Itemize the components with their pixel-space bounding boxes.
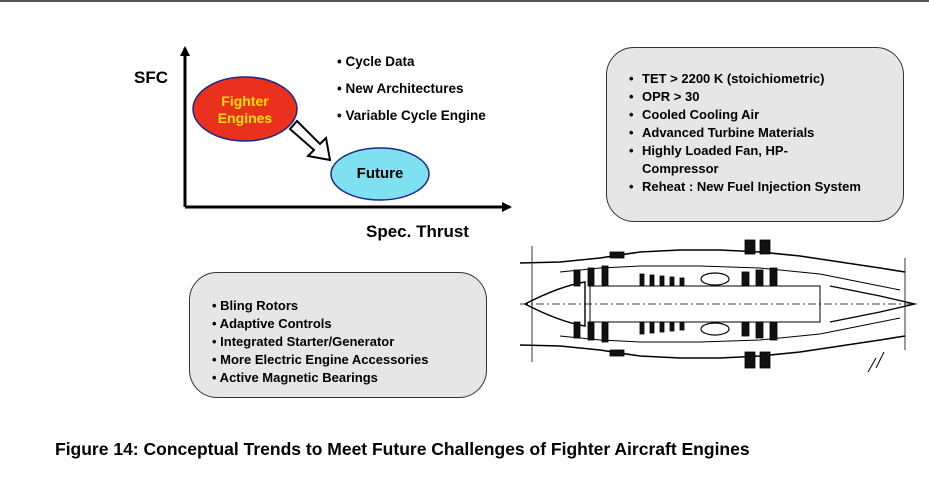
future-ellipse [330, 147, 430, 201]
feature-item: • Integrated Starter/Generator [212, 334, 395, 349]
trend-arrow [288, 119, 332, 162]
trend-bullet: • Cycle Data [337, 54, 415, 69]
technology-features-box: • Bling Rotors • Adaptive Controls • Int… [189, 272, 487, 398]
figure-caption: Figure 14: Conceptual Trends to Meet Fut… [55, 439, 750, 459]
fighter-engines-label: Fighter Engines [196, 93, 294, 127]
requirement-item: •OPR > 30 [629, 89, 700, 104]
fighter-engines-ellipse [192, 76, 298, 142]
requirements-list: •TET > 2200 K (stoichiometric) •OPR > 30… [629, 70, 903, 196]
trend-bullet: • Variable Cycle Engine [337, 108, 486, 123]
requirement-item: •Highly Loaded Fan, HP- [629, 143, 788, 158]
engine-cross-section-drawing [519, 246, 920, 373]
x-axis-label: Spec. Thrust [366, 222, 469, 241]
requirement-item: •Cooled Cooling Air [629, 107, 760, 122]
features-list: • Bling Rotors • Adaptive Controls • Int… [212, 297, 486, 387]
engine-compressor-stages [573, 239, 778, 369]
y-axis-label: SFC [134, 68, 168, 87]
feature-item: • Bling Rotors [212, 298, 299, 313]
future-label: Future [356, 165, 404, 182]
trend-bullet-list: • Cycle Data • New Architectures • Varia… [337, 48, 486, 129]
top-rule [0, 0, 929, 2]
requirement-item: •Reheat : New Fuel Injection System [629, 179, 861, 194]
feature-item: • More Electric Engine Accessories [212, 352, 429, 367]
trend-bullet: • New Architectures [337, 81, 464, 96]
technology-requirements-box: •TET > 2200 K (stoichiometric) •OPR > 30… [606, 47, 904, 222]
requirement-item-continuation: Compressor [642, 161, 719, 176]
feature-item: • Adaptive Controls [212, 316, 332, 331]
requirement-item: •TET > 2200 K (stoichiometric) [629, 71, 825, 86]
fighter-label-line2: Engines [217, 110, 273, 126]
feature-item: • Active Magnetic Bearings [212, 370, 378, 385]
requirement-item: •Advanced Turbine Materials [629, 125, 815, 140]
fighter-label-line1: Fighter [221, 93, 269, 109]
